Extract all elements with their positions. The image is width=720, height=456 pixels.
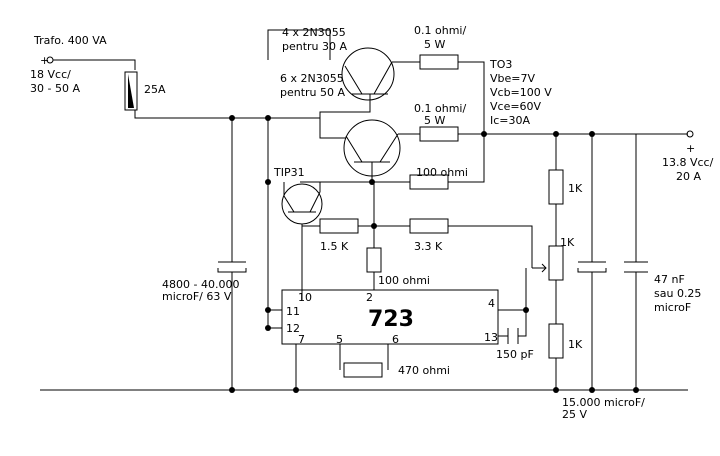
output-cap-label-1: 15.000 microF/ [562,396,645,409]
trafo-label: Trafo. 400 VA [33,34,107,47]
r470-label: 470 ohmi [398,364,450,377]
input-voltage-label: 18 Vcc/ [30,68,71,81]
r100b-label: 100 ohmi [378,274,430,287]
pin7-label: 7 [298,333,305,346]
resistor-100ohm [409,174,449,190]
c47-label-1: 47 nF [654,273,685,286]
input-cap-label-1: 4800 - 40.000 [162,278,239,291]
pass-top-base-wire [319,94,371,139]
capacitor-150pf [507,328,519,344]
r100-label: 100 ohmi [416,166,468,179]
output-plus-label: + [686,142,695,155]
r100-wire [300,134,485,183]
r1-label-1: 0.1 ohmi/ [414,24,466,37]
input-wire [53,59,136,70]
output-cap-label-2: 25 V [562,408,587,421]
spec-to3: TO3 [489,58,512,71]
pin13-label: 13 [484,331,498,344]
capacitor-47nf [624,261,648,273]
input-capacitor [217,261,247,273]
pass-transistor-top [341,47,395,101]
ic-pin11-12-wire [268,309,282,329]
output-capacitor [577,261,607,273]
r1-label-2: 5 W [424,38,445,51]
input-cap-label-2: microF/ 63 V [162,290,232,303]
fuse-out-wire [134,110,268,119]
resistor-0.1-top [419,54,459,70]
pin6-label: 6 [392,333,399,346]
tip31-transistor [281,183,323,225]
r2-label-1: 0.1 ohmi/ [414,102,466,115]
resistor-3.3k [409,218,449,234]
r1k-top-label: 1K [568,182,583,195]
pot-1k-label: 1K [560,236,575,249]
input-plus-label: + [40,54,49,67]
pass-30a-label-2: pentru 30 A [282,40,348,53]
pass-top-leads [344,61,393,95]
resistor-100ohm-b [366,247,382,273]
pass-top-emitter-wire [392,61,485,138]
resistor-1k-top [548,169,564,205]
resistor-1.5k [319,218,359,234]
resistor-1k-bottom [548,323,564,359]
spec-vce: Vce=60V [490,100,542,113]
pot-wiper [532,263,547,273]
input-current-label: 30 - 50 A [30,82,80,95]
pin10-label: 10 [298,291,312,304]
resistor-0.1-bottom [419,126,459,142]
junction-dots [229,115,639,393]
potentiometer-1k [548,245,564,281]
pin4-label: 4 [488,297,495,310]
spec-vcb: Vcb=100 V [490,86,552,99]
fuse-label: 25A [144,83,166,96]
tip31-label: TIP31 [273,166,305,179]
tip31-leads [283,182,321,213]
ic-label: 723 [368,307,414,332]
pass-30a-label-1: 4 x 2N3055 [282,26,346,39]
ic-pin5-6-wire [339,344,389,370]
fuse [124,71,138,111]
r1k-bottom-label: 1K [568,338,583,351]
pin2-label: 2 [366,291,373,304]
output-current-label: 20 A [676,170,701,183]
output-voltage-label: 13.8 Vcc/ [662,156,714,169]
fuse-element [128,74,134,108]
r2-label-2: 5 W [424,114,445,127]
r33k-label: 3.3 K [414,240,443,253]
pass-bottom-leads [345,133,399,163]
spec-vbe: Vbe=7V [490,72,535,85]
pass-50a-label-2: pentru 50 A [280,86,346,99]
ic-pin4-wire [498,268,527,311]
pin12-label: 12 [286,322,300,335]
output-terminal [686,130,694,138]
pin11-label: 11 [286,305,300,318]
c47-label-3: microF [654,301,691,314]
ic-pin13-wire [498,310,527,337]
r15k-label: 1.5 K [320,240,349,253]
r-divider-wire [302,225,533,268]
pin5-label: 5 [336,333,343,346]
spec-ic: Ic=30A [490,114,531,127]
resistor-470ohm [343,362,383,378]
c47-label-2: sau 0.25 [654,287,701,300]
ic-723 [281,289,499,345]
collector-rail [267,117,320,328]
pass-top-collector-wire [267,29,331,60]
c150-label: 150 pF [496,348,534,361]
pass-50a-label-1: 6 x 2N3055 [280,72,344,85]
